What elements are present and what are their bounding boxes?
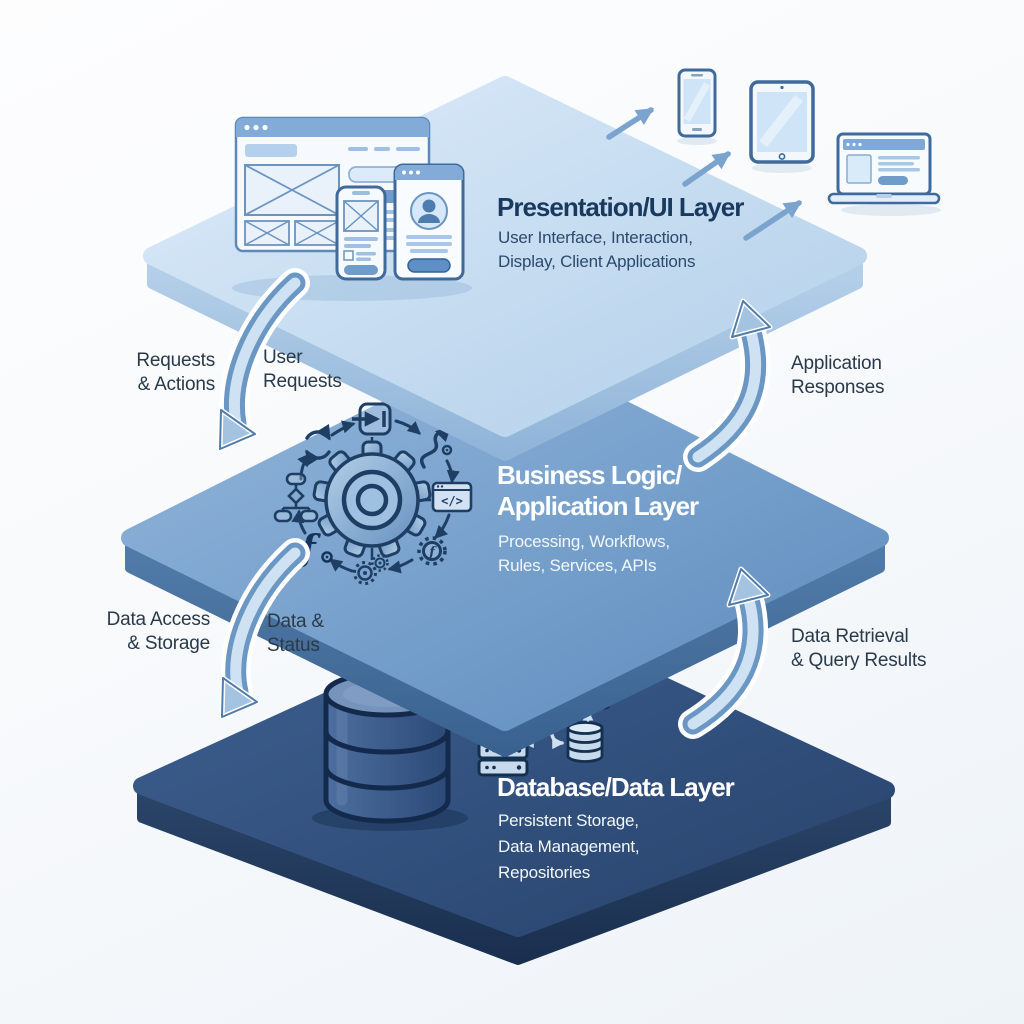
business-layer-face	[121, 341, 889, 731]
subtitle-line: Data Management,	[498, 837, 640, 856]
process-cluster: </> ƒ ƒ	[273, 402, 473, 585]
arrow-user-requests	[217, 268, 310, 452]
device-laptop-icon	[827, 132, 941, 205]
thumb-image-placeholder	[244, 220, 290, 246]
subtitle-line: Rules, Services, APIs	[498, 556, 657, 575]
label-line: Status	[267, 634, 320, 656]
presentation-layer-title-text: Presentation/UI Layer	[497, 192, 744, 222]
label-line: Data Retrieval	[791, 626, 909, 647]
label-data-retrieval: Data Retrieval & Query Results	[791, 625, 927, 672]
label-line: Responses	[791, 376, 885, 398]
subtitle-line: Processing, Workflows,	[498, 532, 670, 551]
business-layer-subtitle: Processing, Workflows, Rules, Services, …	[498, 530, 670, 578]
client-devices	[606, 68, 941, 241]
profile-card-icon	[393, 163, 465, 281]
label-requests-actions: Requests & Actions	[85, 349, 215, 396]
wireframe-button	[878, 176, 908, 185]
device-arrow	[743, 200, 802, 241]
title-line: Application Layer	[497, 491, 699, 521]
label-line: Application	[791, 353, 882, 374]
subtitle-line: User Interface, Interaction,	[498, 228, 693, 247]
small-database-icon	[566, 721, 604, 763]
flowchart-icon	[273, 472, 319, 523]
thumb-image-placeholder	[294, 220, 340, 246]
code-glyph: </>	[441, 494, 463, 508]
label-line: & Actions	[137, 373, 216, 395]
subtitle-line: Display, Client Applications	[498, 252, 696, 271]
label-application-responses: Application Responses	[791, 352, 884, 399]
label-line: Requests	[263, 370, 342, 392]
hero-image-placeholder	[244, 164, 340, 216]
avatar	[410, 192, 448, 230]
label-user-requests: User Requests	[263, 346, 342, 393]
title-line: Database/Data Layer	[497, 772, 735, 802]
device-arrow	[682, 151, 731, 187]
device-phone-icon	[677, 68, 717, 138]
label-line: Requests	[136, 350, 215, 371]
label-line: & Storage	[127, 632, 210, 654]
mini-gears-icon	[353, 554, 389, 585]
label-line: User	[263, 347, 303, 368]
subtitle-line: Repositories	[498, 863, 591, 882]
arrow-data-retrieval	[678, 566, 771, 739]
title-line: Business Logic/	[497, 460, 682, 490]
import-icon	[352, 402, 392, 436]
device-tablet-icon	[749, 80, 815, 164]
database-layer-subtitle: Persistent Storage, Data Management, Rep…	[498, 808, 640, 886]
presentation-layer-subtitle: User Interface, Interaction, Display, Cl…	[498, 226, 695, 274]
label-line: Data Access	[106, 609, 211, 630]
subtitle-line: Persistent Storage,	[498, 811, 639, 830]
arrow-data-status	[219, 538, 310, 720]
device-arrow	[606, 107, 654, 140]
wireframe-button	[407, 258, 451, 273]
business-layer-title: Business Logic/ Application Layer	[497, 460, 699, 522]
function-glyph: ƒ	[426, 545, 437, 560]
phone-image-placeholder	[343, 200, 379, 232]
gear-function-icon: ƒ	[417, 536, 447, 566]
label-line: Data &	[267, 611, 324, 632]
label-data-access-storage: Data Access & Storage	[78, 608, 211, 655]
gear-icon	[312, 440, 432, 558]
arrow-application-responses	[683, 298, 773, 472]
business-layer: </> ƒ ƒ	[121, 341, 889, 757]
wireframe-button	[344, 265, 378, 275]
phone-wireframe-icon	[335, 185, 387, 281]
recycle-icon	[305, 423, 331, 467]
code-window-icon: </>	[431, 481, 473, 513]
label-line: & Query Results	[791, 649, 927, 671]
label-data-status: Data & Status	[267, 610, 324, 657]
presentation-layer	[143, 76, 867, 461]
database-layer-title: Database/Data Layer	[497, 772, 735, 803]
presentation-layer-title: Presentation/UI Layer	[497, 192, 744, 223]
flow-arrows	[217, 268, 773, 739]
